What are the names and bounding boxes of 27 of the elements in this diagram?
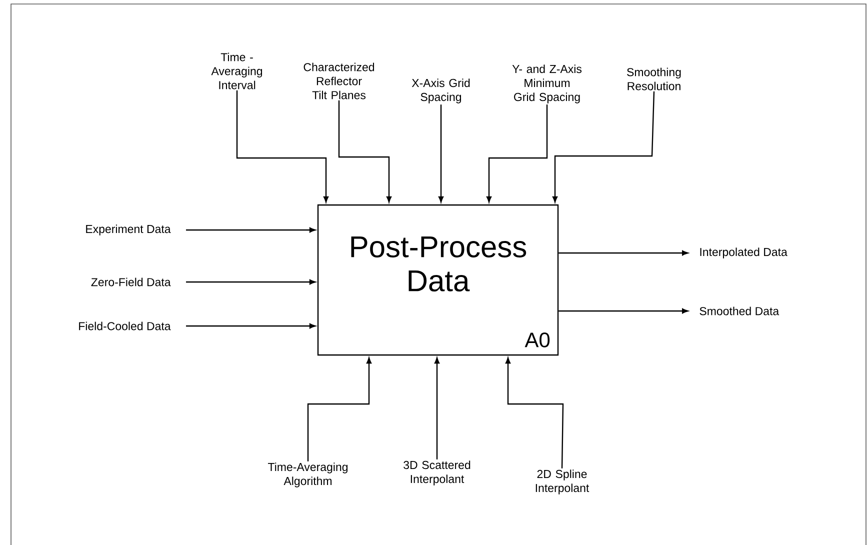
arrow — [552, 91, 655, 203]
arrow — [236, 90, 329, 203]
arrow — [307, 357, 372, 462]
arrow-label: Experiment Data — [86, 224, 171, 236]
arrow — [558, 308, 688, 314]
arrow-label: Time-Averaging Algorithm — [268, 462, 348, 488]
arrow-label: Field-Cooled Data — [79, 322, 171, 330]
arrow — [486, 104, 548, 203]
arrow — [186, 323, 316, 329]
arrow — [338, 100, 392, 203]
arrow-label: Smoothing Resolution — [627, 68, 681, 90]
arrow-label: 2D Spline Interpolant — [536, 470, 590, 494]
arrow — [434, 357, 440, 460]
arrow-label: Interpolated Data — [700, 248, 788, 258]
arrow-label: Zero-Field Data — [91, 278, 171, 286]
arrow-label: X-Axis Grid Spacing — [412, 78, 470, 104]
arrow — [438, 104, 444, 203]
process-box: Post-Process Data A0 — [317, 204, 559, 356]
arrow — [186, 227, 316, 233]
arrow-label: Y- and Z-Axis Minimum Grid Spacing — [512, 64, 582, 104]
arrow-label: 3D Scattered Interpolant — [404, 460, 470, 486]
arrow — [186, 279, 316, 285]
arrow-label: Smoothed Data — [700, 306, 780, 316]
arrow — [505, 357, 564, 468]
arrow-label: Time - Averaging Interval — [211, 52, 262, 90]
arrow-label: Characterized Reflector Tilt Planes — [304, 62, 374, 100]
arrow — [558, 250, 688, 256]
